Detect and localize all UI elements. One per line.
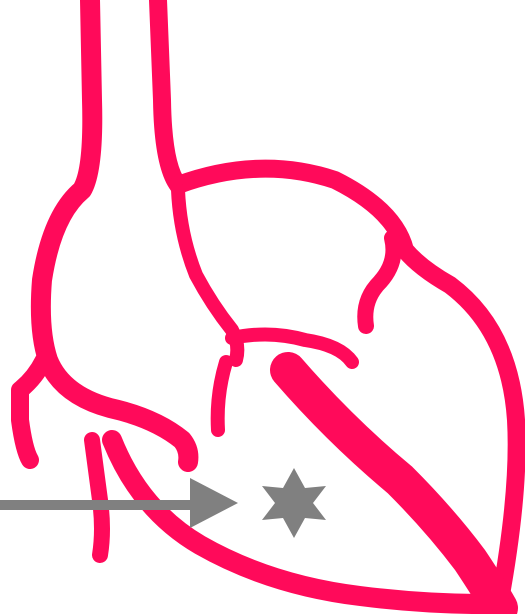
left-vessel: [92, 440, 102, 555]
left-branch: [20, 360, 44, 460]
left-valve-curl: [218, 362, 226, 430]
six-pointed-star-icon: [262, 468, 326, 538]
arrow-right-icon: [0, 478, 238, 528]
right-hook: [365, 238, 393, 326]
aorta-right-wall: [158, 0, 178, 185]
